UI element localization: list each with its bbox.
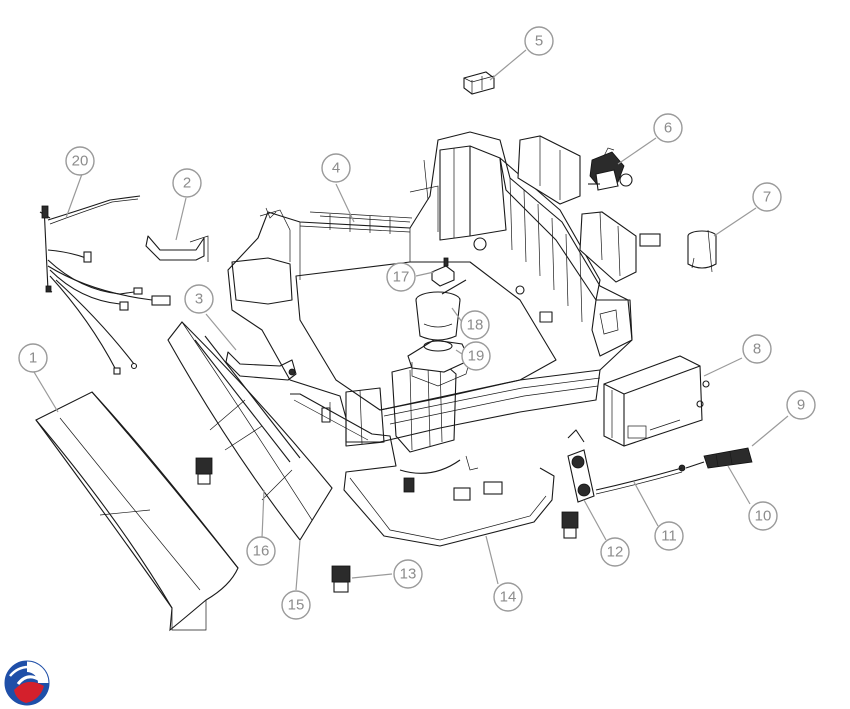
part-12-flow-sensor xyxy=(567,429,595,503)
part-11-drain-hose xyxy=(595,467,683,495)
callout-14: 14 xyxy=(493,582,523,612)
callout-4: 4 xyxy=(321,153,351,183)
callout-17: 17 xyxy=(386,262,416,292)
leveling-foot-right xyxy=(561,511,579,539)
callout-5-label: 5 xyxy=(535,33,543,50)
callout-10-label: 10 xyxy=(755,508,772,525)
part-16-side-panel-line xyxy=(194,335,301,463)
insulation-block-upper xyxy=(517,135,581,205)
part-2-bracket xyxy=(145,235,209,262)
callout-13-label: 13 xyxy=(400,566,417,583)
callout-5: 5 xyxy=(524,26,554,56)
part-15-side-panel xyxy=(167,321,333,541)
callout-12-label: 12 xyxy=(607,544,624,561)
callout-11: 11 xyxy=(654,521,684,551)
part-19-sump-housing xyxy=(407,339,471,387)
part-14-base-tray xyxy=(290,393,555,547)
part-3-bracket xyxy=(225,351,297,381)
callout-19-label: 19 xyxy=(468,348,485,365)
callout-18: 18 xyxy=(460,310,490,340)
callout-4-label: 4 xyxy=(332,160,340,177)
callout-3-label: 3 xyxy=(195,291,203,308)
part-5-clip xyxy=(463,71,495,95)
callout-20: 20 xyxy=(65,146,95,176)
part-13-leveling-foot xyxy=(331,565,351,593)
part-18-filter-cylinder xyxy=(415,279,467,341)
callout-2: 2 xyxy=(172,168,202,198)
callout-2-label: 2 xyxy=(183,175,191,192)
part-1-kick-panel xyxy=(35,391,239,632)
callout-10: 10 xyxy=(748,501,778,531)
callout-9-label: 9 xyxy=(797,397,805,414)
callout-6-label: 6 xyxy=(664,120,672,137)
callout-18-label: 18 xyxy=(467,317,484,334)
part-17-switch xyxy=(431,257,455,287)
callout-19: 19 xyxy=(461,341,491,371)
callout-16: 16 xyxy=(246,536,276,566)
part-8-control-module xyxy=(603,355,710,447)
callout-7-label: 7 xyxy=(763,189,771,206)
callout-8: 8 xyxy=(742,334,772,364)
callout-7: 7 xyxy=(752,182,782,212)
part-10-pump-connector xyxy=(678,461,705,472)
part-6-inlet-valve xyxy=(588,147,633,191)
leader-lines xyxy=(33,49,789,591)
callout-8-label: 8 xyxy=(753,341,761,358)
part-20-wiring-harness xyxy=(39,195,171,375)
callout-15-label: 15 xyxy=(288,597,305,614)
callout-17-label: 17 xyxy=(393,269,410,286)
insulation-block-lower xyxy=(579,211,661,283)
callout-1: 1 xyxy=(18,343,48,373)
callout-16-label: 16 xyxy=(253,543,270,560)
callout-3: 3 xyxy=(184,284,214,314)
callout-15: 15 xyxy=(281,590,311,620)
callout-6: 6 xyxy=(653,113,683,143)
callout-9: 9 xyxy=(786,390,816,420)
callout-20-label: 20 xyxy=(72,153,89,170)
callout-11-label: 11 xyxy=(661,528,677,545)
callout-14-label: 14 xyxy=(500,589,517,606)
callout-1-label: 1 xyxy=(29,350,37,367)
part-9-pump-motor xyxy=(703,447,753,469)
part-7-sensor xyxy=(687,229,717,273)
leveling-foot-left xyxy=(195,457,213,485)
callout-12: 12 xyxy=(600,537,630,567)
brand-logo xyxy=(4,660,50,706)
callout-13: 13 xyxy=(393,559,423,589)
